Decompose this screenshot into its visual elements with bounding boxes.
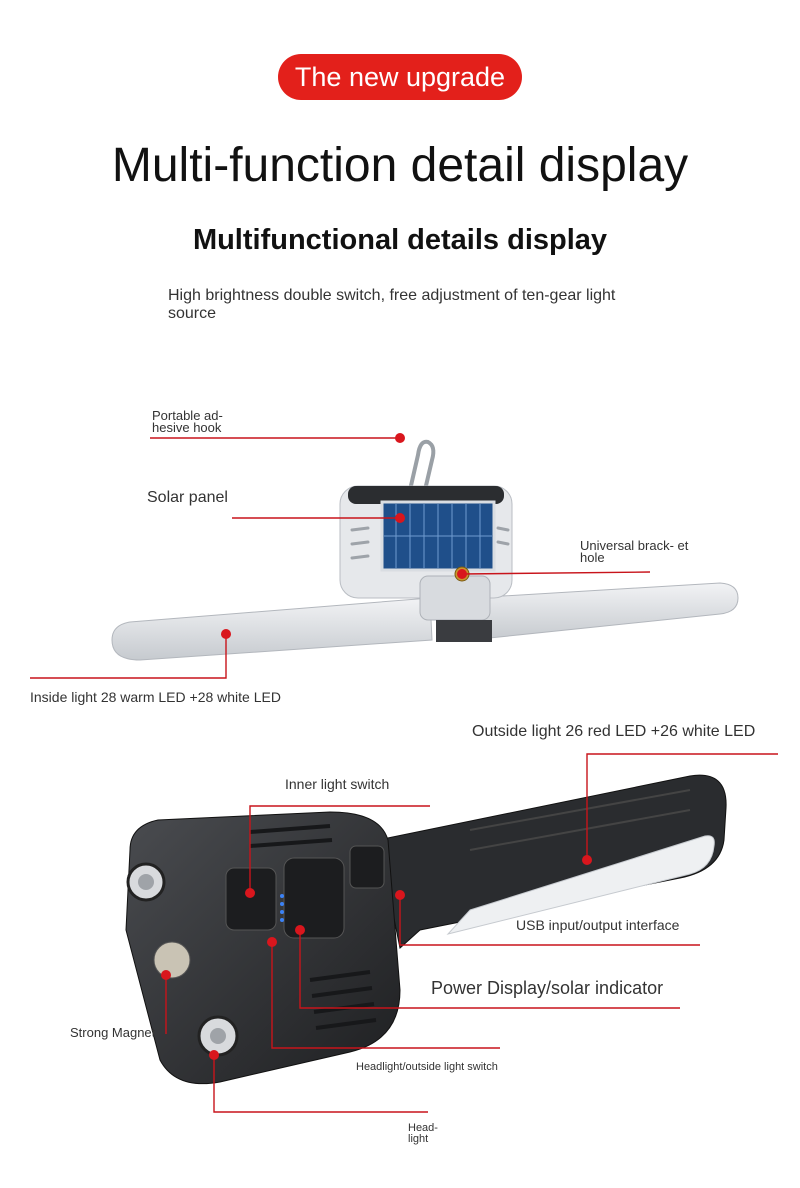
hook-label: Portable ad- hesive hook xyxy=(152,408,223,435)
camping-lamp-unfolded xyxy=(111,439,739,661)
solar-panel-label: Solar panel xyxy=(147,489,228,506)
right-arm xyxy=(469,582,739,641)
usb-interface-label: USB input/output interface xyxy=(516,917,680,933)
bracket-hole-label: Universal brack- et hole xyxy=(580,538,689,565)
inner-switch-label: Inner light switch xyxy=(285,776,390,792)
camping-lamp-folded xyxy=(125,774,727,1085)
page-subtitle: Multifunctional details display xyxy=(192,224,608,256)
upgrade-badge: The new upgrade xyxy=(278,54,522,100)
left-arm xyxy=(111,597,433,661)
headlight-switch-label: Headlight/outside light switch xyxy=(356,1061,498,1073)
handle-light-strip xyxy=(446,835,715,935)
callout-dots xyxy=(161,433,592,1060)
page-title: Multi-function detail display xyxy=(111,139,689,192)
feature-description: High brightness double switch, free adju… xyxy=(168,287,616,322)
outside-light-label: Outside light 26 red LED +26 white LED xyxy=(472,723,756,740)
magnet-label: Strong Magnet xyxy=(70,1025,156,1040)
inside-light-label: Inside light 28 warm LED +28 white LED xyxy=(30,689,281,705)
headlight-label: Head- light xyxy=(408,1122,438,1145)
magnet-disc xyxy=(153,941,191,979)
callout-lines xyxy=(30,437,778,1113)
power-display-label: Power Display/solar indicator xyxy=(431,978,664,998)
hook-shape xyxy=(408,439,436,491)
